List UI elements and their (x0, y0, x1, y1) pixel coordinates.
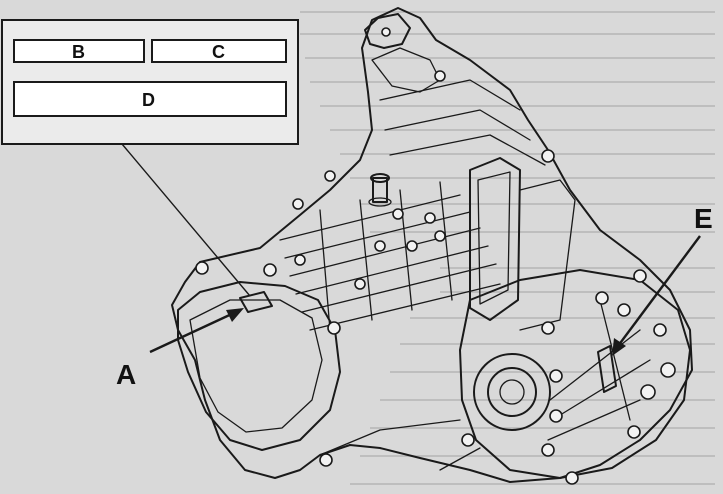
inset-label-d: D (142, 90, 155, 110)
inset-field-d (13, 81, 287, 117)
callout-label-e: E (694, 203, 713, 234)
gearbox-housing (171, 7, 693, 485)
label-inset: B C D (1, 19, 299, 145)
housing-bolts (195, 149, 676, 485)
inset-field-b (13, 39, 145, 63)
inset-label-c: C (212, 42, 225, 62)
background-text-lines (300, 11, 715, 485)
inset-label-b: B (72, 42, 85, 62)
inset-leader-line (121, 143, 251, 297)
callout-a: A (116, 308, 244, 390)
callout-e: E (612, 203, 713, 356)
id-plate-e (597, 345, 617, 393)
callout-label-a: A (116, 359, 136, 390)
inset-field-c (151, 39, 287, 63)
id-plate-a (239, 291, 273, 313)
